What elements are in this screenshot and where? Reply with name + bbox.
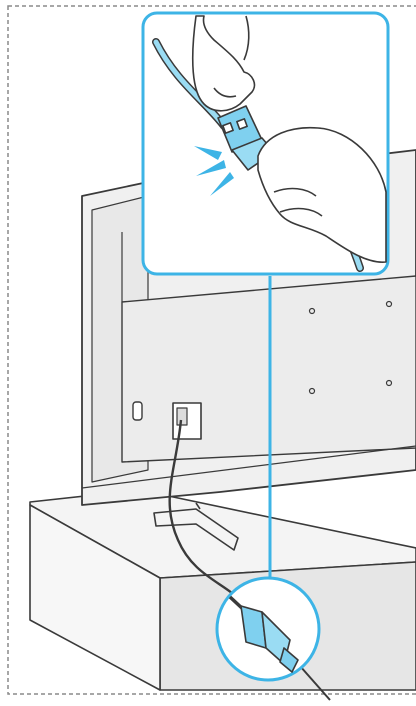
hand-plug-detail-panel <box>143 13 388 274</box>
connector-detail-circle <box>217 578 319 680</box>
cabinet <box>30 490 416 690</box>
